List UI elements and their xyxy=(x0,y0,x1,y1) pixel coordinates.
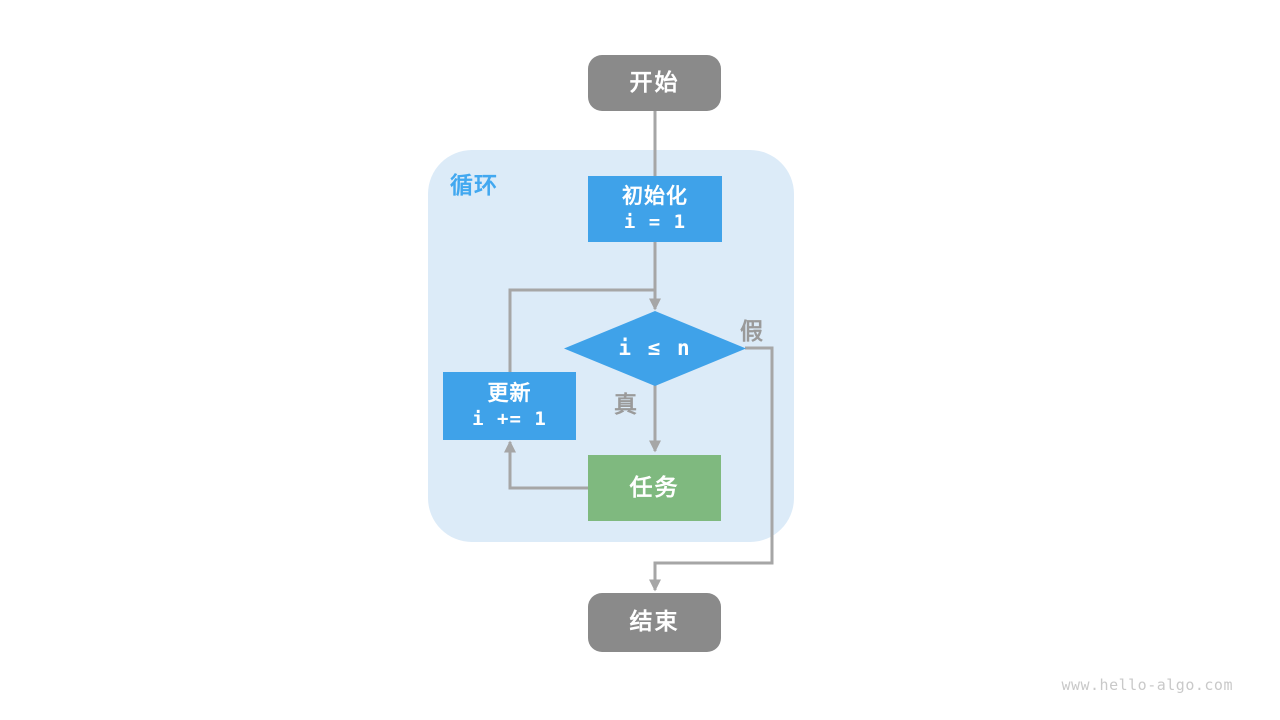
init-label: 初始化 xyxy=(622,184,688,208)
branch-false-label: 假 xyxy=(740,319,763,345)
edge-update-loopback xyxy=(508,288,656,372)
update-label: 更新 xyxy=(487,381,532,405)
init-node: 初始化 i = 1 xyxy=(588,176,722,242)
edge-condition-false-to-end xyxy=(649,346,774,592)
site-watermark: www.hello-algo.com xyxy=(1061,676,1233,694)
edge-task-to-update xyxy=(504,440,588,490)
init-code: i = 1 xyxy=(623,211,687,234)
condition-code: i ≤ n xyxy=(618,336,692,360)
end-label: 结束 xyxy=(629,609,680,636)
branch-true-label: 真 xyxy=(614,392,637,418)
start-label: 开始 xyxy=(629,69,680,96)
condition-diamond xyxy=(564,311,746,386)
update-code: i += 1 xyxy=(472,408,547,431)
end-node: 结束 xyxy=(588,593,721,652)
start-node: 开始 xyxy=(588,55,721,111)
loop-region-label: 循环 xyxy=(450,173,498,199)
update-node: 更新 i += 1 xyxy=(443,372,576,440)
task-node: 任务 xyxy=(588,455,721,521)
task-label: 任务 xyxy=(629,474,680,501)
